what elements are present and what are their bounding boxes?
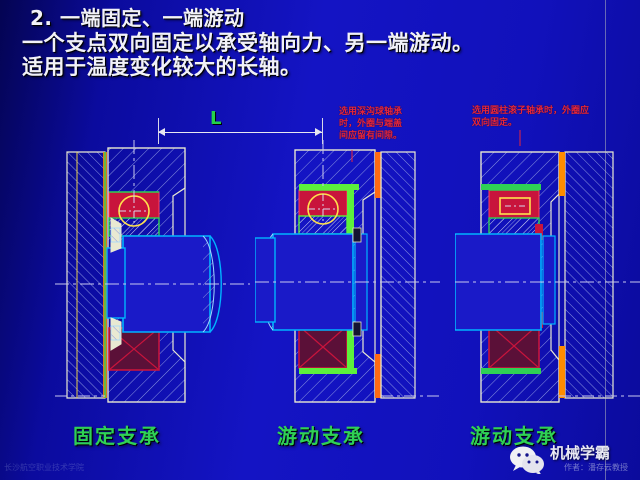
dimension-l: L [150, 108, 330, 144]
caption-floating-support-2: 游动支承 [470, 424, 558, 448]
bearing-upper [488, 189, 540, 237]
end-cover [559, 151, 614, 399]
bearing-seat-highlight [299, 184, 359, 374]
caption-fixed-support: 固定支承 [73, 424, 161, 448]
dimension-arrow-left-icon [158, 128, 165, 136]
heading-line-2: 一个支点双向固定以承受轴向力、另一端游动。 [22, 30, 474, 55]
page-title: 2. 一端固定、一端游动 一个支点双向固定以承受轴向力、另一端游动。 适用于温度… [22, 6, 626, 79]
clearance-gap-lower [375, 354, 381, 398]
heading-line-1: 2. 一端固定、一端游动 [30, 6, 245, 30]
dimension-tick-right [322, 118, 323, 144]
outer-ring-fix-lower [559, 346, 565, 398]
dimension-arrow-right-icon [315, 128, 322, 136]
caption-floating-support-1: 游动支承 [277, 424, 365, 448]
annotation-right: 选用圆柱滚子轴承时，外圈应双向固定。 [472, 106, 590, 128]
lock-nut [110, 217, 122, 351]
annotation-middle: 选用深沟球轴承时，外圈与端盖间应留有间隙。 [339, 107, 403, 141]
dimension-label-l: L [210, 108, 222, 129]
heading-line-3: 适用于温度变化较大的长轴。 [22, 55, 302, 80]
right-edge-line [605, 0, 606, 480]
bearing-lower [488, 323, 540, 369]
bearing-lower [298, 325, 348, 369]
watermark-brand-text: 机械学霸 [550, 444, 611, 462]
wechat-icon [510, 446, 544, 474]
outer-ring-fix-upper [559, 152, 565, 196]
watermark-author: 作者：潘存云教授 [564, 463, 628, 472]
drawing-floating-bearing-roller [455, 151, 640, 403]
roller-element-icon [499, 197, 531, 215]
end-cover [66, 151, 107, 399]
spacer-ring [542, 235, 556, 325]
watermark-brand: 机械学霸 作者：潘存云教授 [508, 440, 636, 478]
drawing-fixed-bearing-assembly [55, 140, 250, 403]
watermark-institution: 长沙航空职业技术学院 [4, 463, 84, 472]
dimension-line [158, 132, 322, 133]
clearance-gap-upper [375, 152, 381, 198]
drawing-floating-bearing-ball [255, 140, 440, 403]
end-cover [375, 151, 416, 399]
